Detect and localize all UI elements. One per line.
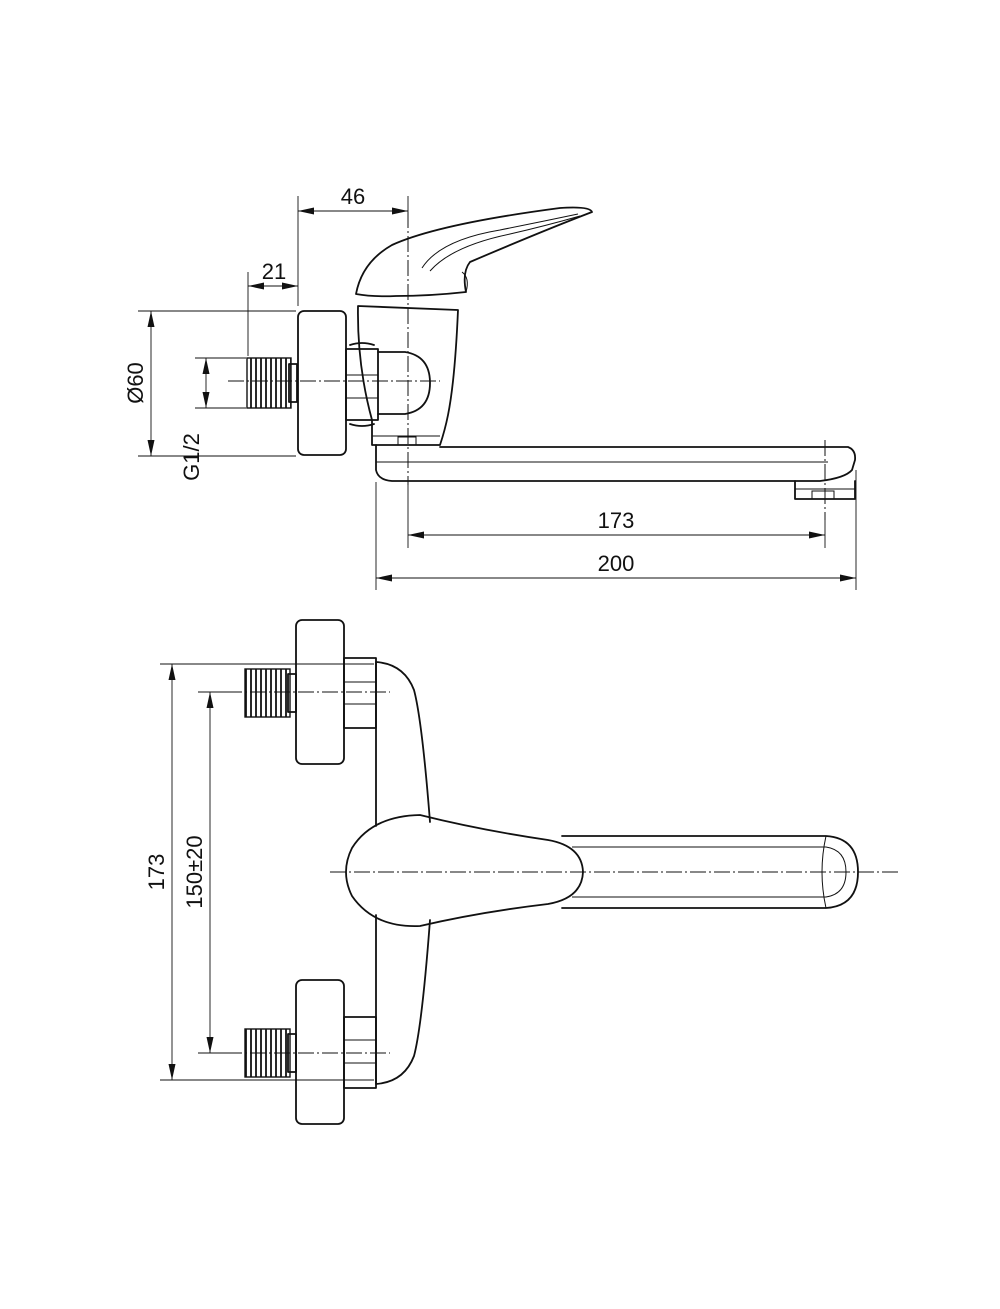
front-view: 173 150±20 [144, 619, 900, 1125]
label-173-side: 173 [598, 508, 635, 533]
side-mixer-body [357, 305, 459, 446]
front-lever-handle [345, 814, 584, 927]
dim-d60 [147, 311, 155, 456]
dim-21 [248, 282, 298, 290]
side-view: 46 21 Ø60 G1/2 173 200 [123, 184, 857, 590]
label-21: 21 [262, 259, 286, 284]
label-d60: Ø60 [123, 362, 148, 404]
label-173-front: 173 [144, 854, 169, 891]
dim-200 [376, 574, 856, 582]
side-lever-handle [355, 206, 593, 298]
dim-150 [206, 692, 214, 1053]
side-hex-nut [345, 342, 379, 427]
dim-46 [298, 207, 408, 215]
label-200: 200 [598, 551, 635, 576]
dim-173-side [408, 531, 825, 539]
dim-g12 [202, 358, 210, 408]
side-inlet-thread [246, 357, 298, 409]
front-bottom-inlet [244, 979, 377, 1125]
side-spout [375, 444, 857, 500]
dim-173-front [168, 664, 176, 1080]
label-150: 150±20 [182, 835, 207, 908]
front-body [375, 661, 431, 1085]
side-elbow [377, 351, 431, 415]
label-g12: G1/2 [179, 433, 204, 481]
label-46: 46 [341, 184, 365, 209]
side-wall-flange [297, 310, 347, 456]
front-top-inlet [244, 619, 377, 765]
